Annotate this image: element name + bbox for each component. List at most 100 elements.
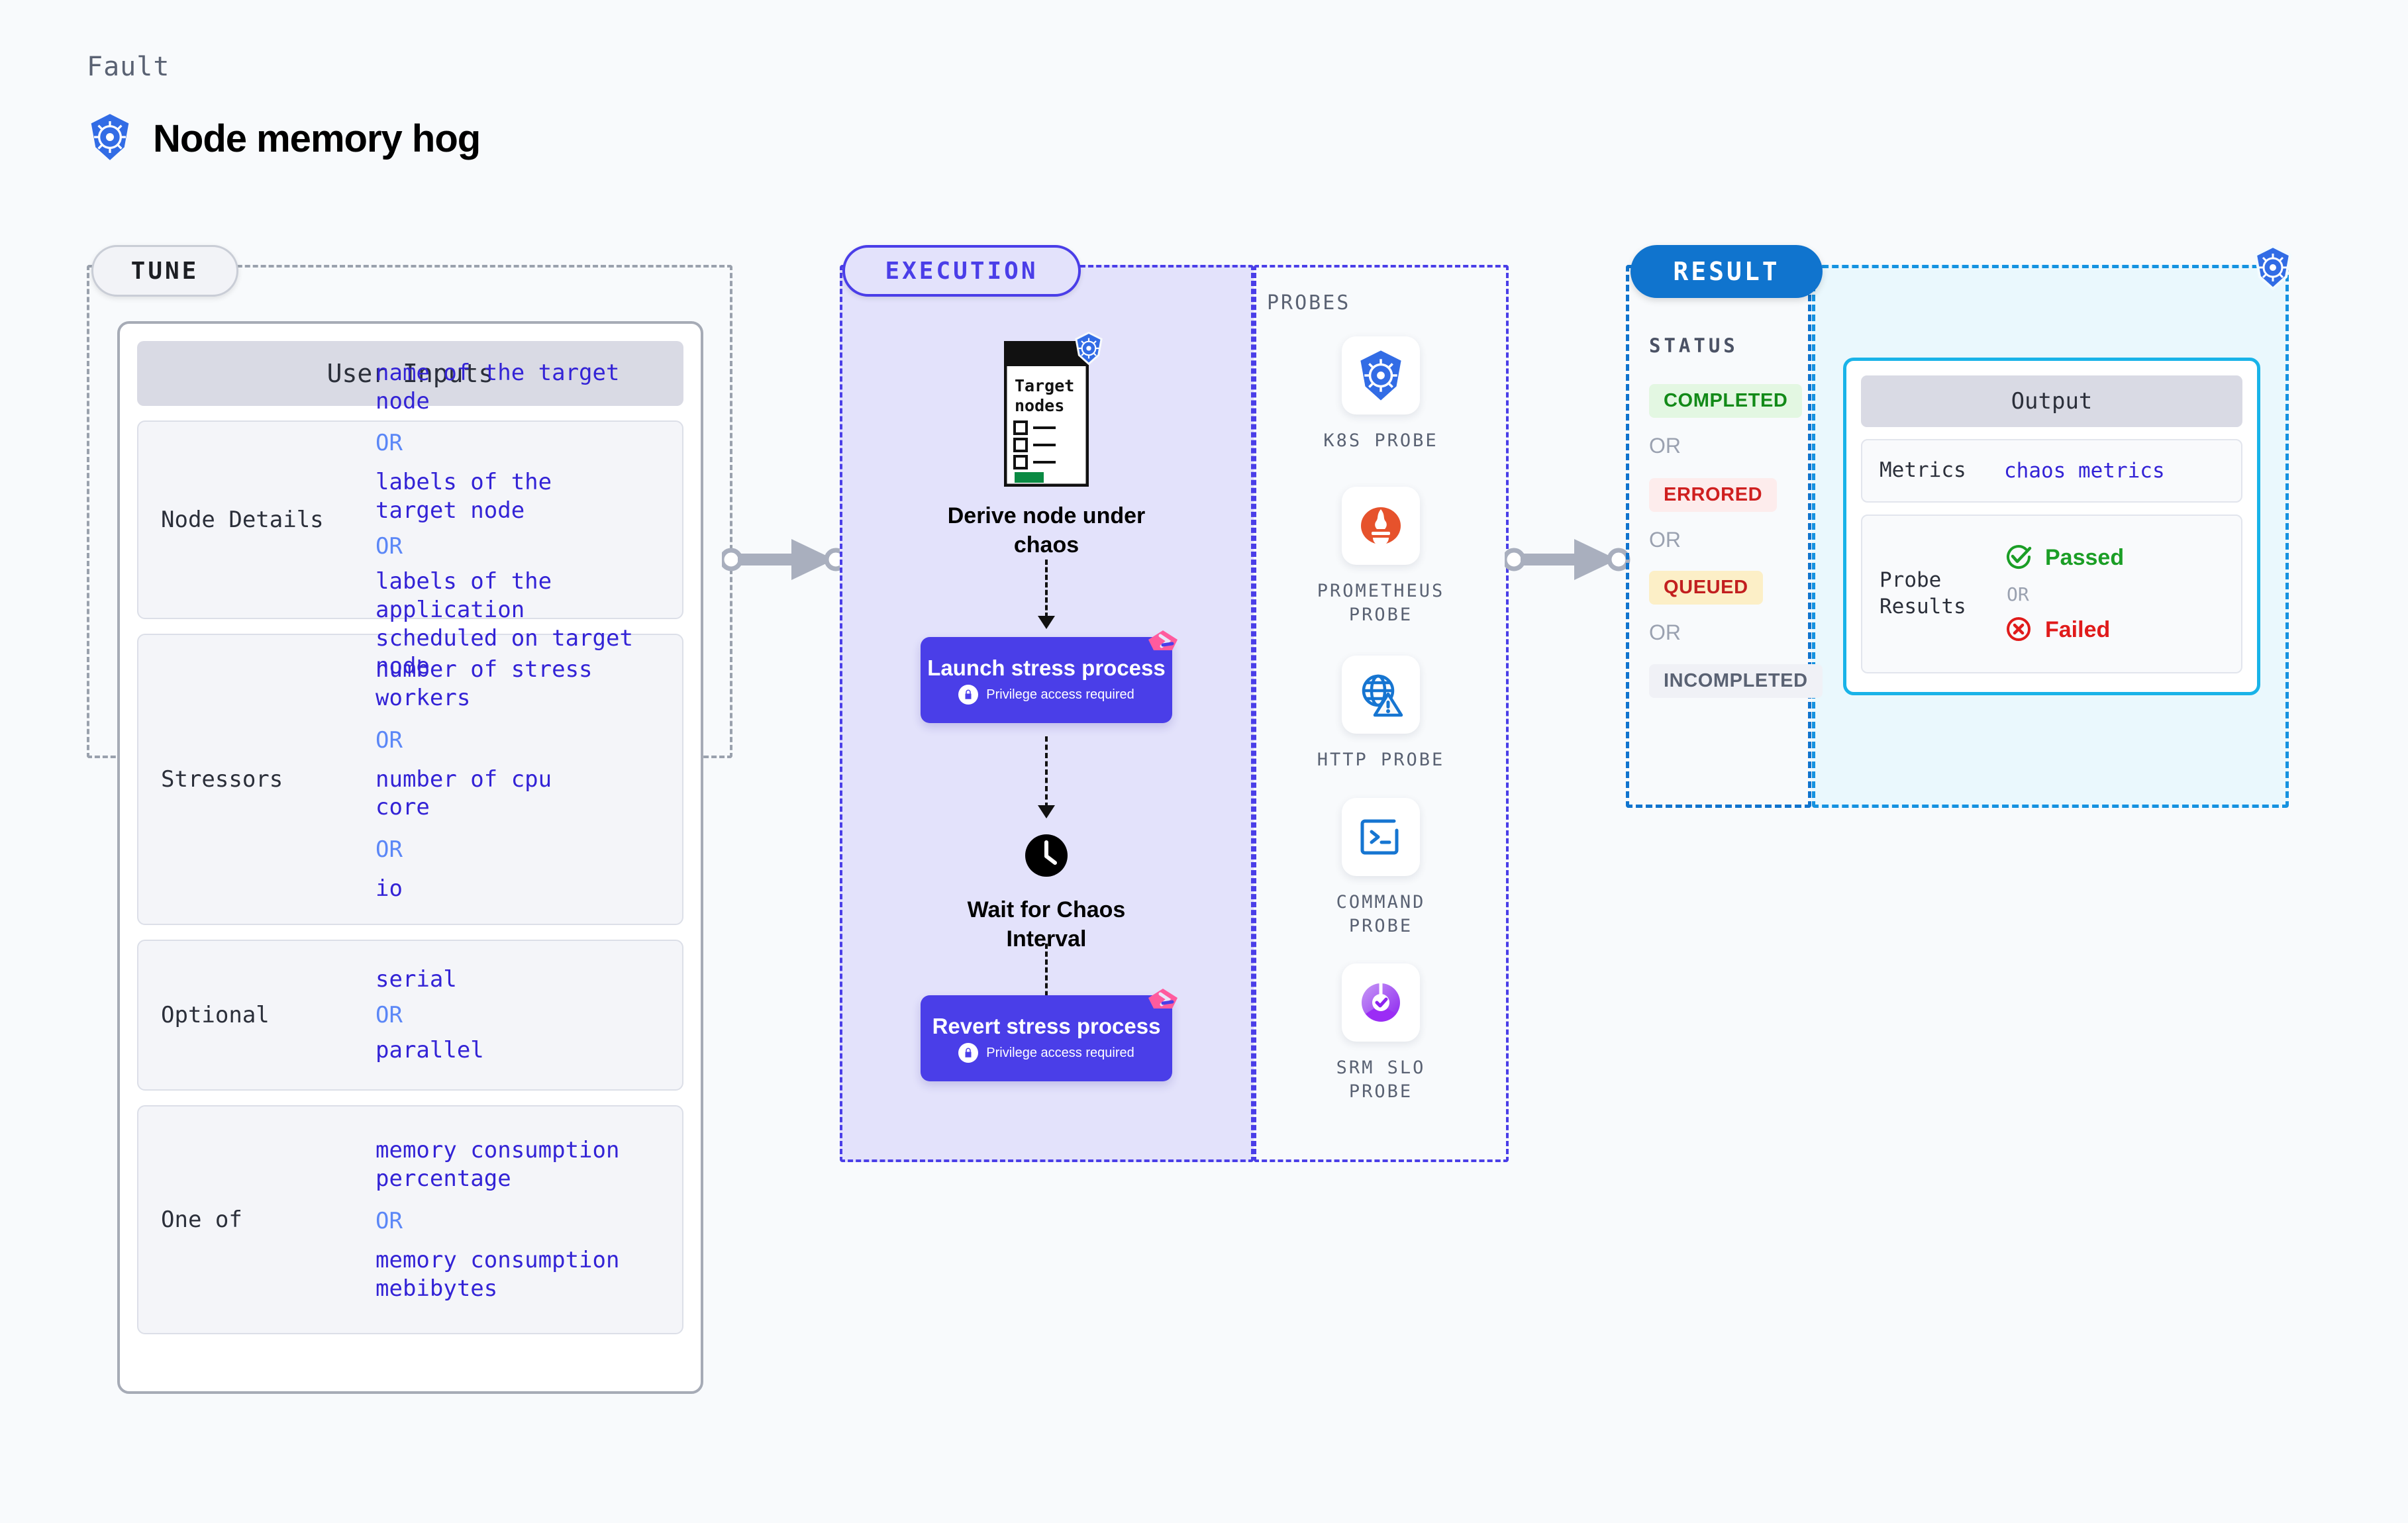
fault-title-row: Node memory hog — [87, 113, 481, 164]
tune-panel-tag: TUNE — [91, 245, 238, 297]
globe-warning-icon — [1342, 656, 1420, 734]
value-item: labels of the application scheduled on t… — [376, 568, 633, 680]
clock-icon — [1024, 833, 1069, 881]
step-derive-node-under-chaos: Target nodes — [937, 331, 1156, 560]
section-values: memory consumption percentage OR memory … — [376, 1136, 670, 1302]
privilege-text: Privilege access required — [986, 1045, 1134, 1060]
user-inputs-title: User Inputs — [137, 341, 683, 406]
probe-http[interactable]: HTTP PROBE — [1301, 656, 1460, 772]
lock-icon — [958, 685, 979, 705]
or-separator: OR — [2007, 583, 2029, 605]
metrics-value: chaos metrics — [2004, 459, 2165, 483]
step-launch-stress-process[interactable]: Launch stress process Privilege access r… — [921, 630, 1178, 723]
fault-label: Fault — [87, 52, 170, 82]
privilege-note: Privilege access required — [958, 1043, 1134, 1063]
value-item: labels of the target node — [376, 469, 552, 524]
input-section-node-details: Node Details name of the target node OR … — [137, 360, 683, 679]
status-badge-completed: COMPLETED — [1649, 384, 1803, 418]
value-item: number of cpu core — [376, 765, 552, 821]
result-panel-tag: RESULT — [1630, 245, 1823, 298]
status-label: STATUS — [1649, 334, 1738, 357]
or-separator: OR — [1649, 528, 1681, 552]
step-caption: Derive node under chaos — [947, 503, 1146, 558]
section-label: One of — [161, 1206, 242, 1233]
section-values: number of stress workers OR number of cp… — [376, 656, 670, 903]
output-card: Output Metrics chaos metrics Probe Resul… — [1843, 358, 2260, 695]
probe-k8s[interactable]: K8S PROBE — [1301, 336, 1460, 453]
slo-donut-check-icon — [1342, 963, 1420, 1042]
input-section-one-of: One of memory consumption percentage OR … — [137, 1105, 683, 1334]
flow-arrowhead — [1038, 805, 1055, 818]
or-separator: OR — [376, 430, 403, 457]
probe-command[interactable]: COMMAND PROBE — [1301, 798, 1460, 939]
section-values: name of the target node OR labels of the… — [376, 359, 670, 681]
value-item: io — [376, 875, 403, 903]
svg-text:nodes: nodes — [1015, 396, 1064, 415]
flow-connector — [1045, 736, 1048, 808]
passed-text: Passed — [2045, 545, 2125, 570]
connector-tune-execution — [722, 539, 848, 580]
value-item: memory consumption percentage — [376, 1137, 620, 1193]
probes-label: PROBES — [1267, 291, 1351, 315]
section-label: Node Details — [161, 507, 324, 533]
or-separator: OR — [376, 1208, 403, 1234]
probes-panel — [1254, 265, 1509, 1162]
probe-label: HTTP PROBE — [1317, 750, 1445, 770]
probe-label: K8S PROBE — [1323, 430, 1438, 451]
kubernetes-icon — [1073, 331, 1105, 368]
step-title: Launch stress process — [927, 655, 1166, 680]
section-label: Stressors — [161, 766, 283, 793]
step-revert-stress-process[interactable]: Revert stress process Privilege access r… — [921, 989, 1178, 1081]
output-title: Output — [1861, 375, 2242, 427]
value-item: memory consumption mebibytes — [376, 1247, 620, 1302]
probe-label: PROMETHEUS PROBE — [1317, 581, 1445, 626]
value-item: parallel — [376, 1037, 484, 1063]
status-badge-errored: ERRORED — [1649, 478, 1778, 512]
or-separator: OR — [1649, 434, 1681, 458]
or-separator: OR — [376, 1002, 403, 1028]
step-title: Revert stress process — [932, 1013, 1161, 1038]
section-label: Optional — [161, 1002, 270, 1028]
probe-srm-slo[interactable]: SRM SLO PROBE — [1301, 963, 1460, 1105]
section-values: serial OR parallel — [376, 965, 670, 1065]
terminal-icon — [1342, 798, 1420, 876]
or-separator: OR — [376, 836, 403, 863]
probe-label: SRM SLO PROBE — [1336, 1057, 1426, 1103]
value-item: name of the target node — [376, 359, 620, 415]
user-inputs-card: User Inputs Node Details name of the tar… — [117, 321, 703, 1394]
status-badge-incompleted: INCOMPLETED — [1649, 664, 1823, 698]
prometheus-icon — [1342, 487, 1420, 565]
ribbon-icon — [1146, 628, 1180, 665]
x-circle-icon — [2004, 614, 2033, 646]
probe-result-passed: Passed — [2004, 542, 2124, 574]
svg-text:Target: Target — [1015, 376, 1074, 395]
probe-prometheus[interactable]: PROMETHEUS PROBE — [1301, 487, 1460, 628]
output-row-metrics: Metrics chaos metrics — [1861, 439, 2242, 503]
ribbon-icon — [1146, 986, 1180, 1023]
kubernetes-icon — [2252, 244, 2294, 293]
connector-execution-result — [1505, 539, 1630, 580]
or-separator: OR — [376, 533, 403, 560]
execution-panel-tag: EXECUTION — [842, 245, 1081, 297]
kubernetes-icon — [87, 113, 133, 164]
or-separator: OR — [376, 726, 403, 754]
metrics-label: Metrics — [1880, 458, 1966, 483]
lock-icon — [958, 1043, 979, 1063]
kubernetes-icon — [1342, 336, 1420, 415]
output-row-probe-results: Probe Results Passed OR — [1861, 515, 2242, 673]
flow-connector — [1045, 560, 1048, 618]
or-separator: OR — [1649, 620, 1681, 644]
step-wait-for-chaos-interval: Wait for Chaos Interval — [937, 833, 1156, 954]
privilege-note: Privilege access required — [958, 685, 1134, 705]
value-item: number of stress workers — [376, 656, 593, 711]
probe-result-failed: Failed — [2004, 614, 2124, 646]
page-title: Node memory hog — [153, 117, 481, 160]
input-section-stressors: Stressors number of stress workers OR nu… — [137, 634, 683, 925]
failed-text: Failed — [2045, 617, 2111, 642]
status-badge-queued: QUEUED — [1649, 571, 1763, 605]
target-nodes-document: Target nodes — [1003, 331, 1103, 487]
check-circle-icon — [2004, 542, 2033, 574]
input-section-optional: Optional serial OR parallel — [137, 940, 683, 1091]
flow-arrowhead — [1038, 616, 1055, 629]
